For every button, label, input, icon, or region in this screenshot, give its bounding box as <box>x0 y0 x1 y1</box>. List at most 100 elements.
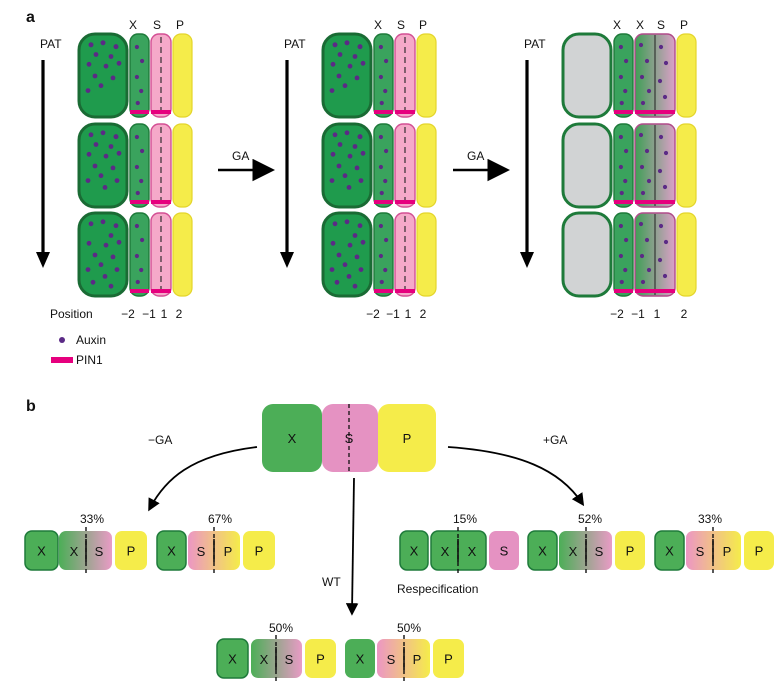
stage-3 <box>520 32 697 298</box>
percent-label: 52% <box>578 512 602 526</box>
sieve-cell <box>150 123 172 208</box>
ga-arrow-2: GA <box>453 149 510 182</box>
parenchyma-cell <box>416 123 437 208</box>
minus-ga-arrow <box>148 446 258 512</box>
pat-label-2: PAT <box>284 37 306 51</box>
auxin-dot <box>357 44 363 50</box>
x-cell-label: X <box>410 544 419 559</box>
auxin-dot <box>618 253 624 259</box>
auxin-dot <box>103 63 109 69</box>
panel-b-letter: b <box>26 398 36 415</box>
auxin-dot <box>663 239 669 245</box>
parenchyma-cell <box>172 33 193 118</box>
auxin-dot <box>346 274 352 279</box>
pin1-bar <box>130 200 149 204</box>
sieve-cell <box>394 123 416 208</box>
auxin-dot <box>352 233 358 238</box>
auxin-dot <box>638 221 644 227</box>
auxin-dot <box>623 178 628 184</box>
auxin-dot <box>383 58 389 64</box>
pin1-bar <box>395 289 415 293</box>
auxin-dot <box>662 184 668 190</box>
xylem-precursor-cell <box>77 32 129 119</box>
auxin-dot <box>657 257 663 263</box>
auxin-dot <box>644 237 650 243</box>
auxin-dot <box>116 150 122 156</box>
x-cell <box>399 530 429 571</box>
pin1-bar <box>635 110 675 114</box>
pin1-bar <box>151 289 171 293</box>
sieve-cell <box>394 212 416 297</box>
parenchyma-cell <box>172 123 193 208</box>
auxin-dot <box>134 134 140 140</box>
auxin-dot <box>98 173 104 179</box>
auxin-dot <box>139 88 144 94</box>
column-letter: S <box>397 18 405 32</box>
p-cell <box>744 531 774 570</box>
stages <box>36 32 697 298</box>
s-sub-label: S <box>285 652 294 667</box>
auxin-dot <box>332 42 338 48</box>
xylem-cell <box>129 212 150 297</box>
p-cell-label: P <box>626 544 635 559</box>
auxin-dot <box>116 239 122 245</box>
auxin-dot <box>113 134 119 140</box>
xylem-cell <box>613 33 634 118</box>
position-tick: 1 <box>161 307 168 321</box>
x-cell <box>24 530 59 571</box>
sieve-cell <box>394 33 416 118</box>
auxin-dot <box>379 279 384 285</box>
auxin-dot <box>114 178 120 184</box>
pin1-bar <box>614 289 633 293</box>
stage-1 <box>36 32 193 298</box>
column-letter: X <box>636 18 644 32</box>
auxin-dot <box>639 74 645 80</box>
auxin-dot <box>638 42 644 48</box>
auxin-dot <box>378 74 384 80</box>
pat-arrow-head <box>520 252 534 268</box>
auxin-dot <box>360 150 366 156</box>
column-letter: S <box>657 18 665 32</box>
column-letter: P <box>680 18 688 32</box>
s-sub-label: S <box>197 544 206 559</box>
stage-2 <box>280 32 437 298</box>
percent-label: 50% <box>269 621 293 635</box>
auxin-dot <box>139 267 144 273</box>
x-cell-label: X <box>356 652 365 667</box>
auxin-dot <box>383 88 388 94</box>
position-tick: 2 <box>681 307 688 321</box>
auxin-dot <box>638 132 644 138</box>
pin1-bar <box>395 200 415 204</box>
auxin-dot <box>644 148 650 154</box>
auxin-dot <box>378 134 384 140</box>
auxin-dot <box>86 61 92 67</box>
x-sub-label: X <box>70 544 79 559</box>
auxin-dot <box>383 148 389 154</box>
xylem-cell <box>129 123 150 208</box>
auxin-dot <box>618 74 624 80</box>
respec-label: Respecification <box>397 582 478 596</box>
position-tick: −1 <box>631 307 645 321</box>
auxin-dot <box>640 100 646 106</box>
sieve-cell <box>150 212 172 297</box>
position-tick: −2 <box>121 307 135 321</box>
auxin-dot <box>357 134 363 140</box>
auxin-dot <box>619 190 624 196</box>
legend-pin1: PIN1 <box>76 353 103 367</box>
auxin-dot <box>336 73 342 79</box>
p-sub-label: P <box>224 544 233 559</box>
pin1-bar <box>395 110 415 114</box>
auxin-dot <box>354 165 360 171</box>
auxin-dot <box>344 40 350 46</box>
auxin-dot <box>342 173 348 179</box>
x-cell <box>216 638 249 679</box>
auxin-dot <box>85 267 91 272</box>
xylem-cell <box>373 123 394 208</box>
pin1-bar <box>374 110 393 114</box>
auxin-dot <box>344 219 350 225</box>
